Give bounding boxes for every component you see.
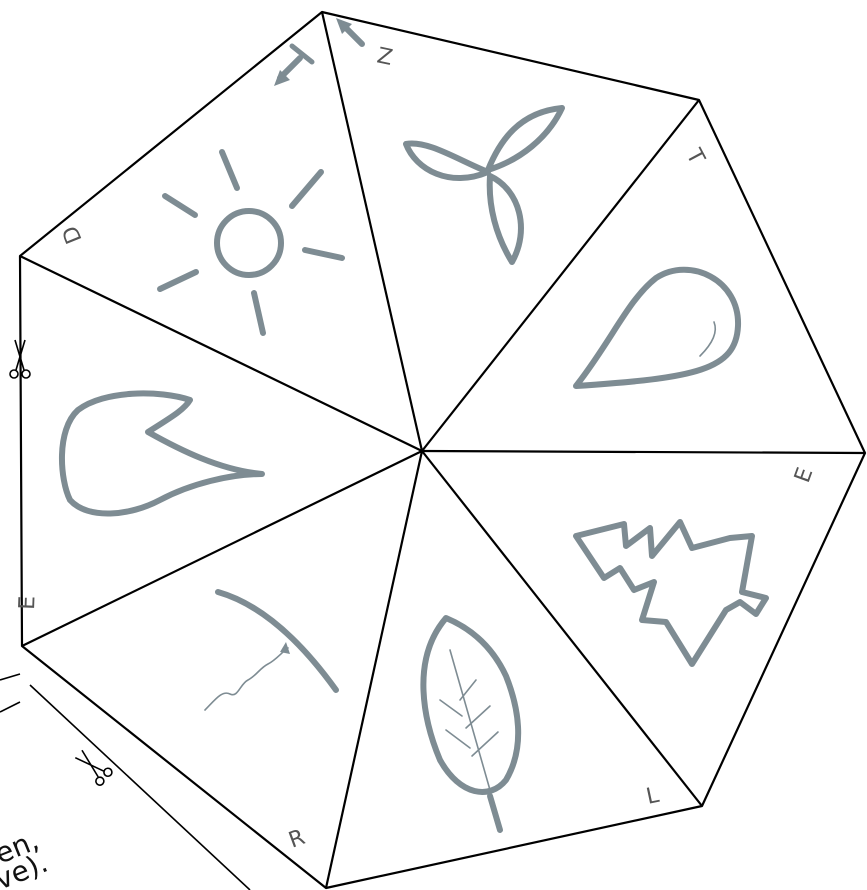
segment-letter-r: R — [286, 825, 309, 854]
water-drop-icon — [576, 270, 738, 386]
segment-letter-e-left: E — [15, 595, 40, 610]
sun-icon — [160, 152, 342, 333]
leaf-icon — [423, 618, 518, 830]
segment-letter-e-right: E — [790, 464, 818, 486]
wind-turbine-icon — [406, 108, 562, 262]
atmosphere-radiation-icon — [205, 592, 336, 710]
segment-letter-l: L — [644, 783, 662, 810]
segment-letter-t: T — [680, 144, 709, 169]
underlying-sheet: en, ve). — [0, 674, 250, 890]
segment-letter-z: Z — [375, 43, 395, 71]
segment-letter-d: D — [58, 222, 88, 247]
scissors-icon — [72, 747, 114, 787]
wheel-spokes — [20, 12, 865, 888]
arrow-icon — [274, 18, 362, 86]
pine-tree-icon — [576, 522, 766, 664]
flame-icon — [62, 393, 262, 513]
